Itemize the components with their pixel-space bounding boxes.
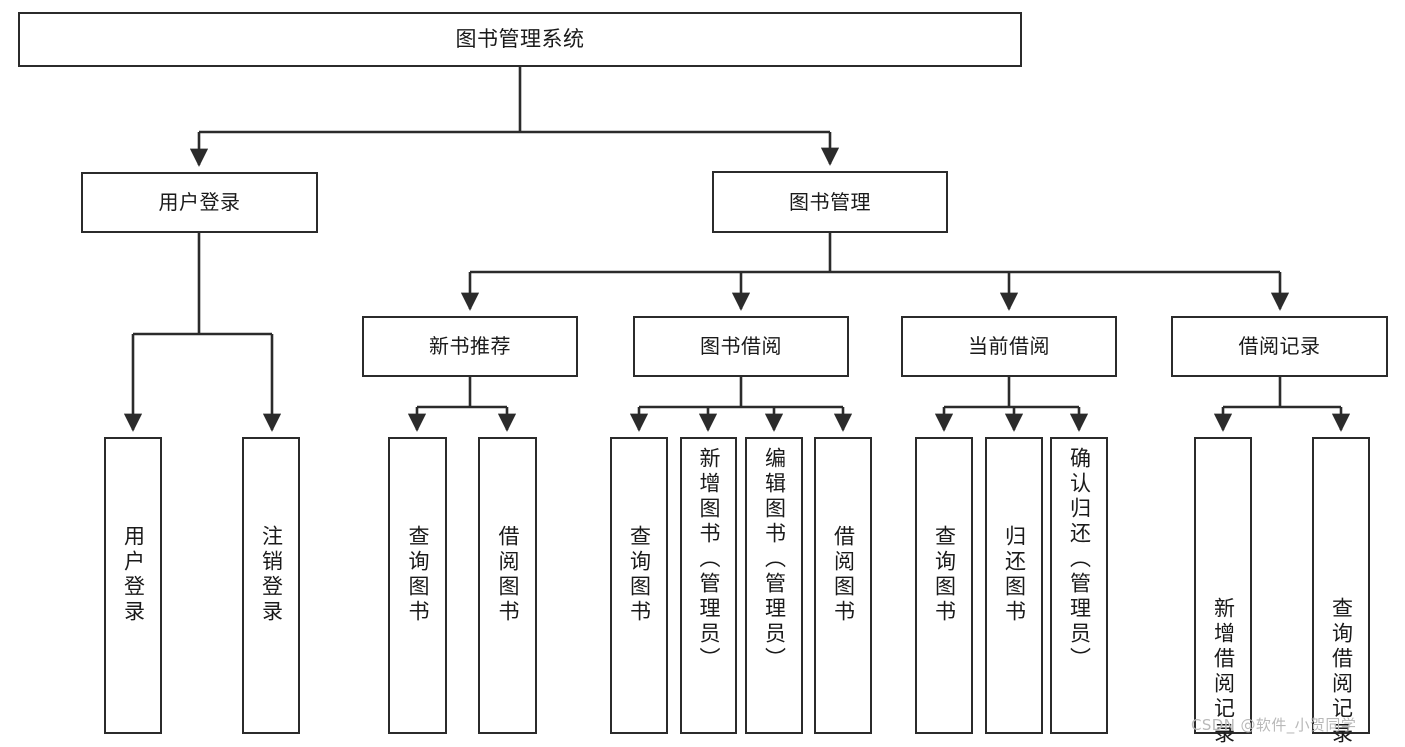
leaf-node-label: 确认归还（管理员） [1067, 447, 1092, 672]
leaf-node-label: 借阅图书 [496, 525, 520, 625]
leaf-node[interactable]: 查询图书 [388, 437, 447, 734]
node-user-login[interactable]: 用户登录 [81, 172, 318, 233]
node-borrow-record-label: 借阅记录 [1238, 334, 1321, 359]
leaf-node[interactable]: 注销登录 [242, 437, 300, 734]
leaf-node-label: 查询图书 [627, 525, 652, 625]
leaf-node[interactable]: 借阅图书 [814, 437, 872, 734]
leaf-node[interactable]: 查询借阅记录 [1312, 437, 1370, 747]
leaf-node-label: 查询借阅记录 [1329, 597, 1354, 747]
leaf-node[interactable]: 新增图书（管理员） [680, 437, 737, 734]
leaf-node[interactable]: 查询图书 [915, 437, 973, 734]
node-root-label: 图书管理系统 [455, 26, 585, 51]
leaf-node[interactable]: 编辑图书（管理员） [745, 437, 803, 734]
leaf-node-label: 编辑图书（管理员） [762, 447, 787, 672]
leaf-node-label: 查询图书 [406, 525, 430, 625]
leaf-node-label: 新增图书（管理员） [697, 447, 721, 672]
node-book-borrow-label: 图书借阅 [700, 334, 782, 359]
node-book-borrow[interactable]: 图书借阅 [633, 316, 849, 377]
node-new-book-recommend-label: 新书推荐 [429, 334, 511, 359]
leaf-node[interactable]: 用户登录 [104, 437, 162, 734]
node-new-book-recommend[interactable]: 新书推荐 [362, 316, 578, 377]
leaf-node[interactable]: 归还图书 [985, 437, 1043, 734]
leaf-node[interactable]: 借阅图书 [478, 437, 537, 734]
node-book-management[interactable]: 图书管理 [712, 171, 948, 233]
leaf-node-label: 查询图书 [932, 525, 957, 625]
leaf-node-label: 归还图书 [1002, 525, 1027, 625]
leaf-node-label: 新增借阅记录 [1211, 597, 1236, 747]
leaf-node[interactable]: 新增借阅记录 [1194, 437, 1252, 747]
leaf-node[interactable]: 确认归还（管理员） [1050, 437, 1108, 734]
node-book-management-label: 图书管理 [789, 189, 871, 214]
leaf-node-label: 借阅图书 [831, 525, 856, 625]
node-current-borrow[interactable]: 当前借阅 [901, 316, 1117, 377]
node-current-borrow-label: 当前借阅 [968, 334, 1050, 359]
leaf-node-label: 用户登录 [121, 525, 146, 625]
csdn-watermark: CSDN @软件_小贺同学 [1191, 716, 1357, 734]
node-user-login-label: 用户登录 [158, 190, 241, 215]
node-borrow-record[interactable]: 借阅记录 [1171, 316, 1388, 377]
node-root[interactable]: 图书管理系统 [18, 12, 1022, 67]
leaf-node[interactable]: 查询图书 [610, 437, 668, 734]
leaf-node-label: 注销登录 [259, 525, 284, 625]
